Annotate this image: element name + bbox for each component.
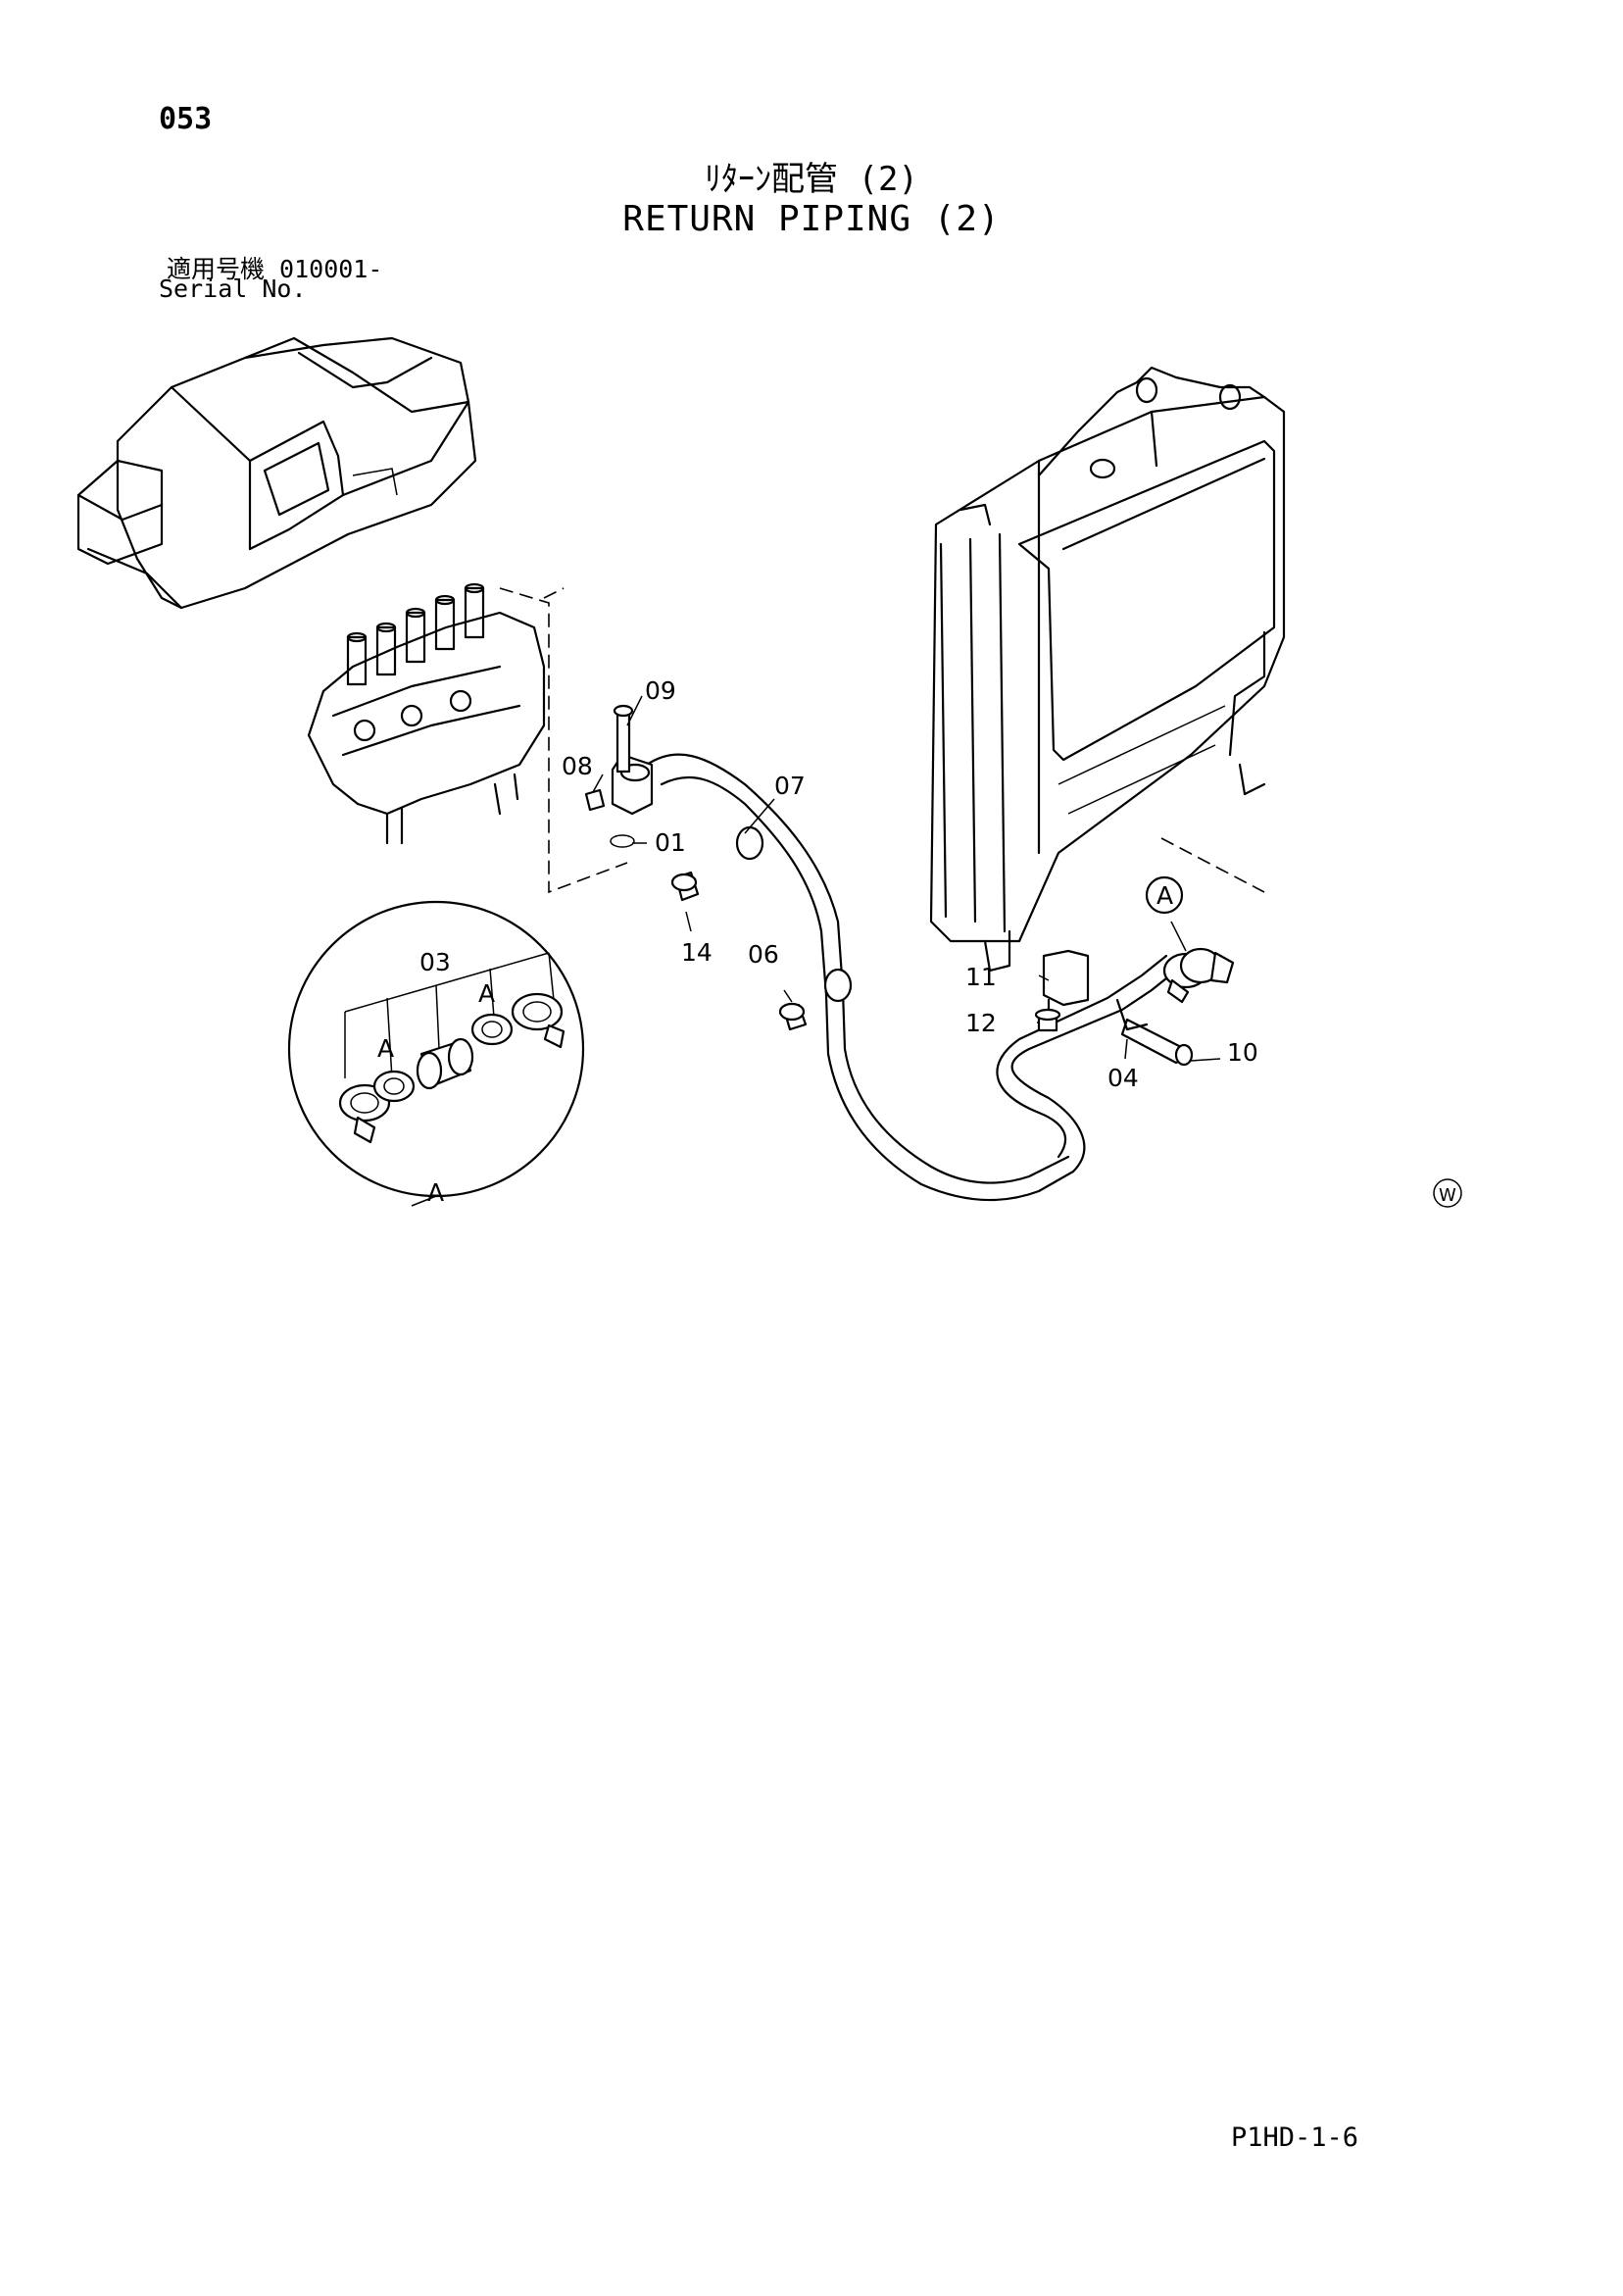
bracket-and-clamps [1034, 947, 1235, 1067]
return-pipe-07 [645, 753, 1075, 1202]
detail-label-a-bottom: A [427, 1178, 444, 1207]
callout-06: 06 [748, 940, 779, 969]
w-mark-symbol: W [1439, 1185, 1456, 1206]
radiator-oil-cooler [929, 366, 1286, 973]
callout-08: 08 [562, 752, 593, 780]
excavator-outline [76, 336, 477, 610]
callout-10: 10 [1227, 1038, 1258, 1067]
callout-07: 07 [774, 772, 806, 800]
serial-applicability: 適用号機 010001- [167, 255, 383, 283]
w-mark: W [1433, 1178, 1462, 1208]
callout-04: 04 [1107, 1064, 1139, 1092]
detail-label-a-right: A [478, 979, 495, 1008]
callout-12: 12 [965, 1009, 997, 1037]
callout-03: 03 [419, 948, 451, 976]
pipe-hose-fittings [670, 825, 853, 1031]
detail-label-a-left: A [377, 1034, 394, 1063]
detail-label-a-circle: A [1156, 881, 1173, 910]
page-number: 053 [159, 102, 213, 136]
flange-elbow [584, 704, 654, 848]
callout-01: 01 [655, 828, 686, 857]
serial-number-label: Serial No. [159, 275, 307, 303]
callout-11: 11 [965, 963, 997, 991]
drawing-code: P1HD-1-6 [1231, 2122, 1359, 2153]
detail-view-a [287, 900, 585, 1198]
callout-14: 14 [681, 938, 713, 967]
control-valve [307, 582, 628, 894]
detail-reference-a: A [1145, 875, 1184, 915]
hose-04 [996, 954, 1178, 1173]
title-english: RETURN PIPING (2) [622, 199, 1001, 239]
callout-labels: 09 08 01 07 14 06 11 12 04 10 03 A A A [377, 676, 1258, 1207]
callout-09: 09 [645, 676, 676, 705]
title-japanese: ﾘﾀｰﾝ配管 (2) [705, 160, 918, 199]
leader-lines [411, 695, 1221, 1207]
